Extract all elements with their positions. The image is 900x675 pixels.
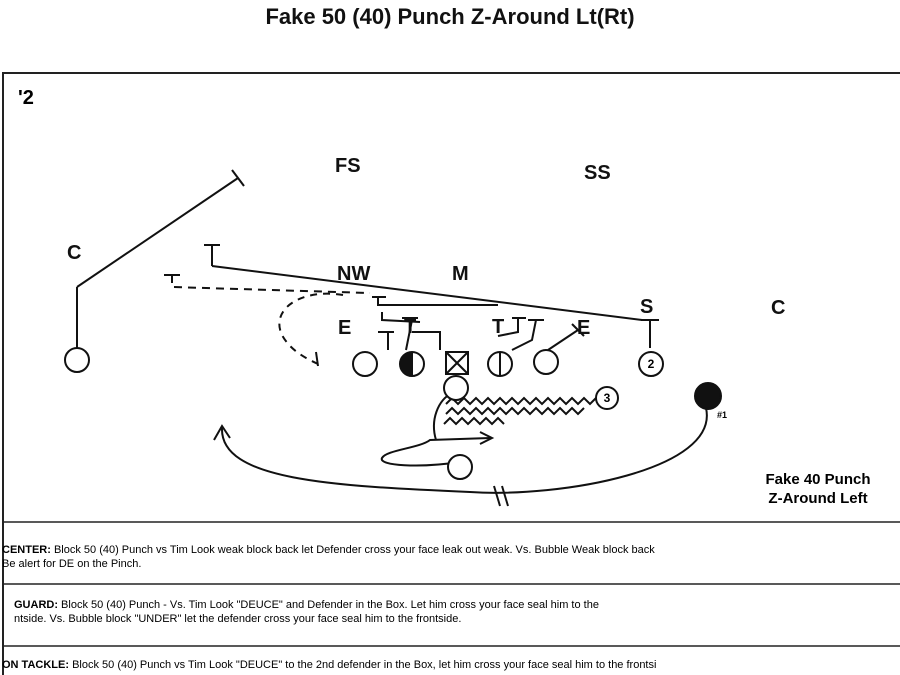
player-3-circle xyxy=(595,386,619,410)
center-note: CENTER: Block 50 (40) Punch vs Tim Look … xyxy=(2,543,900,571)
z-around-path xyxy=(220,407,708,494)
player-3-number: 3 xyxy=(604,391,611,405)
label-fs: FS xyxy=(335,155,361,177)
center-note-text-2: Be alert for DE on the Pinch. xyxy=(2,558,142,570)
guard-note: GUARD: Block 50 (40) Punch - Vs. Tim Loo… xyxy=(2,598,900,626)
e-right-block xyxy=(547,329,579,351)
tackle-right-block xyxy=(511,319,537,351)
wr-left-route-cap xyxy=(231,169,245,187)
fake-path-zigzag-2 xyxy=(445,406,585,416)
right-tackle-player xyxy=(533,349,559,375)
caption-line-2: Z-Around Left xyxy=(768,490,867,507)
rb-arrow-head xyxy=(479,431,495,445)
center-player xyxy=(445,351,469,375)
fake-path-zigzag-1 xyxy=(445,396,597,406)
label-c-left: C xyxy=(67,242,81,264)
label-e-left: E xyxy=(338,317,351,339)
play-title: Fake 50 (40) Punch Z-Around Lt(Rt) xyxy=(265,4,635,29)
caption-line-1: Fake 40 Punch xyxy=(765,471,870,488)
left-tackle-player xyxy=(352,351,378,377)
t-left-block xyxy=(405,319,413,351)
fake-path-zigzag-3 xyxy=(443,416,505,426)
wr-left-player xyxy=(64,347,90,373)
tackle-note-label: ON TACKLE: xyxy=(2,659,70,671)
block-nw-m xyxy=(377,297,498,306)
z-around-arrow-head xyxy=(213,424,231,441)
label-nw: NW xyxy=(337,263,370,285)
center-note-text: Block 50 (40) Punch vs Tim Look weak blo… xyxy=(50,544,655,556)
guard-note-text: Block 50 (40) Punch - Vs. Tim Look "DEUC… xyxy=(58,599,599,611)
pull-loop-dashed xyxy=(278,292,344,365)
center-block xyxy=(412,331,441,350)
e-right-cap xyxy=(571,323,585,337)
block-guard xyxy=(381,312,421,323)
pull-loop-cap xyxy=(315,351,319,367)
player-2-circle xyxy=(638,351,664,377)
center-note-label: CENTER: xyxy=(2,544,51,556)
player-1-circle xyxy=(694,382,722,410)
left-guard-player xyxy=(399,351,425,377)
pull-line-dashed xyxy=(171,275,371,294)
player-1-number: #1 xyxy=(717,410,727,420)
block-line-long xyxy=(211,265,643,321)
rb-loop xyxy=(380,437,491,467)
t-right-block xyxy=(497,318,519,337)
qb-player xyxy=(443,375,469,401)
wr-left-route xyxy=(76,177,239,288)
guard-note-text-2: ntside. Vs. Bubble block "UNDER" let the… xyxy=(14,613,462,625)
player-2-number: 2 xyxy=(648,357,655,371)
right-guard-player xyxy=(487,351,513,377)
tackle-note-text: Block 50 (40) Punch vs Tim Look "DEUCE" … xyxy=(69,659,657,671)
guard-note-label: GUARD: xyxy=(14,599,58,611)
label-m: M xyxy=(452,263,469,285)
tackle-note: ON TACKLE: Block 50 (40) Punch vs Tim Lo… xyxy=(2,658,900,672)
z-tick-2 xyxy=(501,485,509,507)
label-s: S xyxy=(640,296,653,318)
label-t-right: T xyxy=(492,316,504,338)
label-ss: SS xyxy=(584,162,611,184)
play-number: '2 xyxy=(18,87,34,109)
running-back-player xyxy=(447,454,473,480)
label-c-right: C xyxy=(771,297,785,319)
z-tick-1 xyxy=(493,485,501,507)
